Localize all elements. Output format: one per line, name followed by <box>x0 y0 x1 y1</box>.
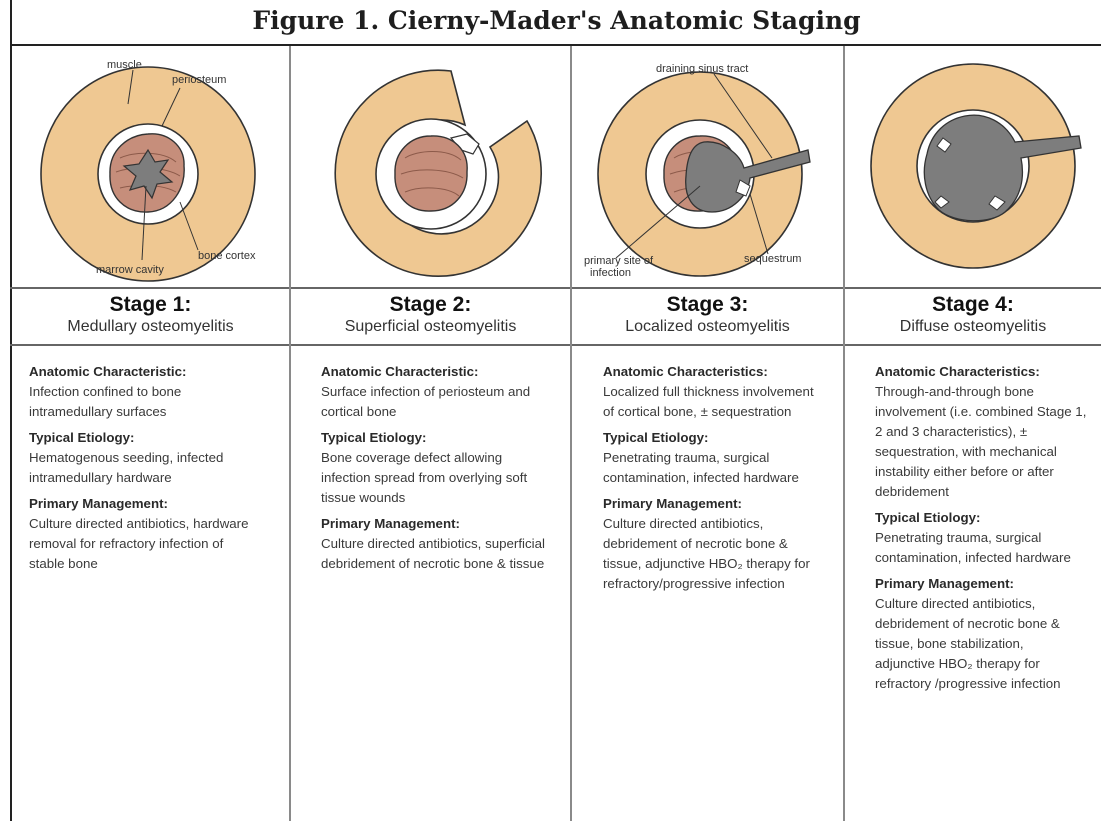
management-heading: Primary Management: <box>321 516 460 531</box>
label-muscle: muscle <box>107 59 142 71</box>
infection-and-sinus-tract <box>685 141 811 213</box>
stage-4-subtitle: Diffuse osteomyelitis <box>899 318 1047 335</box>
stage-2-subtitle: Superficial osteomyelitis <box>344 318 517 335</box>
label-marrow-cavity: marrow cavity <box>96 264 164 276</box>
stage-3-heading: Stage 3: Localized osteomyelitis <box>572 289 843 344</box>
title-divider <box>10 44 1101 46</box>
stage-1-subtitle: Medullary osteomyelitis <box>67 318 234 335</box>
etiology-heading: Typical Etiology: <box>603 430 709 445</box>
label-draining-sinus-tract: draining sinus tract <box>656 63 748 75</box>
anatomic-heading: Anatomic Characteristic: <box>29 364 187 379</box>
image-row-divider <box>10 287 1101 289</box>
stage-2-title: Stage 2: <box>389 293 472 316</box>
sequestrum <box>735 179 751 197</box>
label-sequestrum: sequestrum <box>744 253 801 265</box>
column-divider <box>843 46 845 821</box>
etiology-heading: Typical Etiology: <box>321 430 427 445</box>
stage-4-illustration <box>845 46 1101 287</box>
stage-3-subtitle: Localized osteomyelitis <box>625 318 790 335</box>
stage-1-details: Anatomic Characteristic: Infection confi… <box>29 362 254 580</box>
label-primary-site: primary site of <box>584 255 654 267</box>
etiology-text: Penetrating trauma, surgical contaminati… <box>603 450 799 485</box>
column-divider <box>289 46 291 821</box>
stage-4-heading: Stage 4: Diffuse osteomyelitis <box>845 289 1101 344</box>
heading-row-divider <box>10 344 1101 346</box>
anatomic-text: Surface infection of periosteum and cort… <box>321 384 531 419</box>
anatomic-heading: Anatomic Characteristics: <box>875 364 1040 379</box>
anatomic-heading: Anatomic Characteristic: <box>321 364 479 379</box>
stage-2-details: Anatomic Characteristic: Surface infecti… <box>321 362 553 580</box>
management-text: Culture directed antibiotics, debridemen… <box>603 516 810 591</box>
stage-2-illustration <box>291 46 570 287</box>
stage-3-title: Stage 3: <box>666 293 749 316</box>
stage-2-heading: Stage 2: Superficial osteomyelitis <box>291 289 570 344</box>
anatomic-text: Infection confined to bone intramedullar… <box>29 384 182 419</box>
stage-4-details: Anatomic Characteristics: Through-and-th… <box>875 362 1087 700</box>
infection-focus <box>122 148 174 200</box>
etiology-heading: Typical Etiology: <box>875 510 981 525</box>
etiology-heading: Typical Etiology: <box>29 430 135 445</box>
label-periosteum: periosteum <box>172 74 226 86</box>
stage-1-heading: Stage 1: Medullary osteomyelitis <box>12 289 289 344</box>
stage-3-details: Anatomic Characteristics: Localized full… <box>603 362 825 600</box>
figure-title: Figure 1. Cierny-Mader's Anatomic Stagin… <box>252 6 861 35</box>
diffuse-infection-and-sinus-tract <box>923 114 1082 222</box>
anatomic-text: Localized full thickness involvement of … <box>603 384 814 419</box>
stage-1-title: Stage 1: <box>109 293 192 316</box>
label-bone-cortex: bone cortex <box>198 250 256 262</box>
management-heading: Primary Management: <box>875 576 1014 591</box>
management-heading: Primary Management: <box>603 496 742 511</box>
management-text: Culture directed antibiotics, debridemen… <box>875 596 1061 691</box>
anatomic-text: Through-and-through bone involvement (i.… <box>875 384 1087 499</box>
management-text: Culture directed antibiotics, hardware r… <box>29 516 249 571</box>
etiology-text: Hematogenous seeding, infected intramedu… <box>29 450 224 485</box>
management-heading: Primary Management: <box>29 496 168 511</box>
anatomic-heading: Anatomic Characteristics: <box>603 364 768 379</box>
stage-1-illustration: muscle periosteum bone cortex marrow cav… <box>12 46 289 287</box>
stage-4-title: Stage 4: <box>932 293 1014 316</box>
marrow-region <box>394 135 468 212</box>
etiology-text: Penetrating trauma, surgical contaminati… <box>875 530 1071 565</box>
column-divider <box>570 46 572 821</box>
label-primary-site-2: infection <box>590 267 631 279</box>
left-border <box>10 0 12 821</box>
stage-3-illustration: draining sinus tract sequestrum primary … <box>572 46 843 287</box>
etiology-text: Bone coverage defect allowing infection … <box>321 450 528 505</box>
management-text: Culture directed antibiotics, superficia… <box>321 536 545 571</box>
